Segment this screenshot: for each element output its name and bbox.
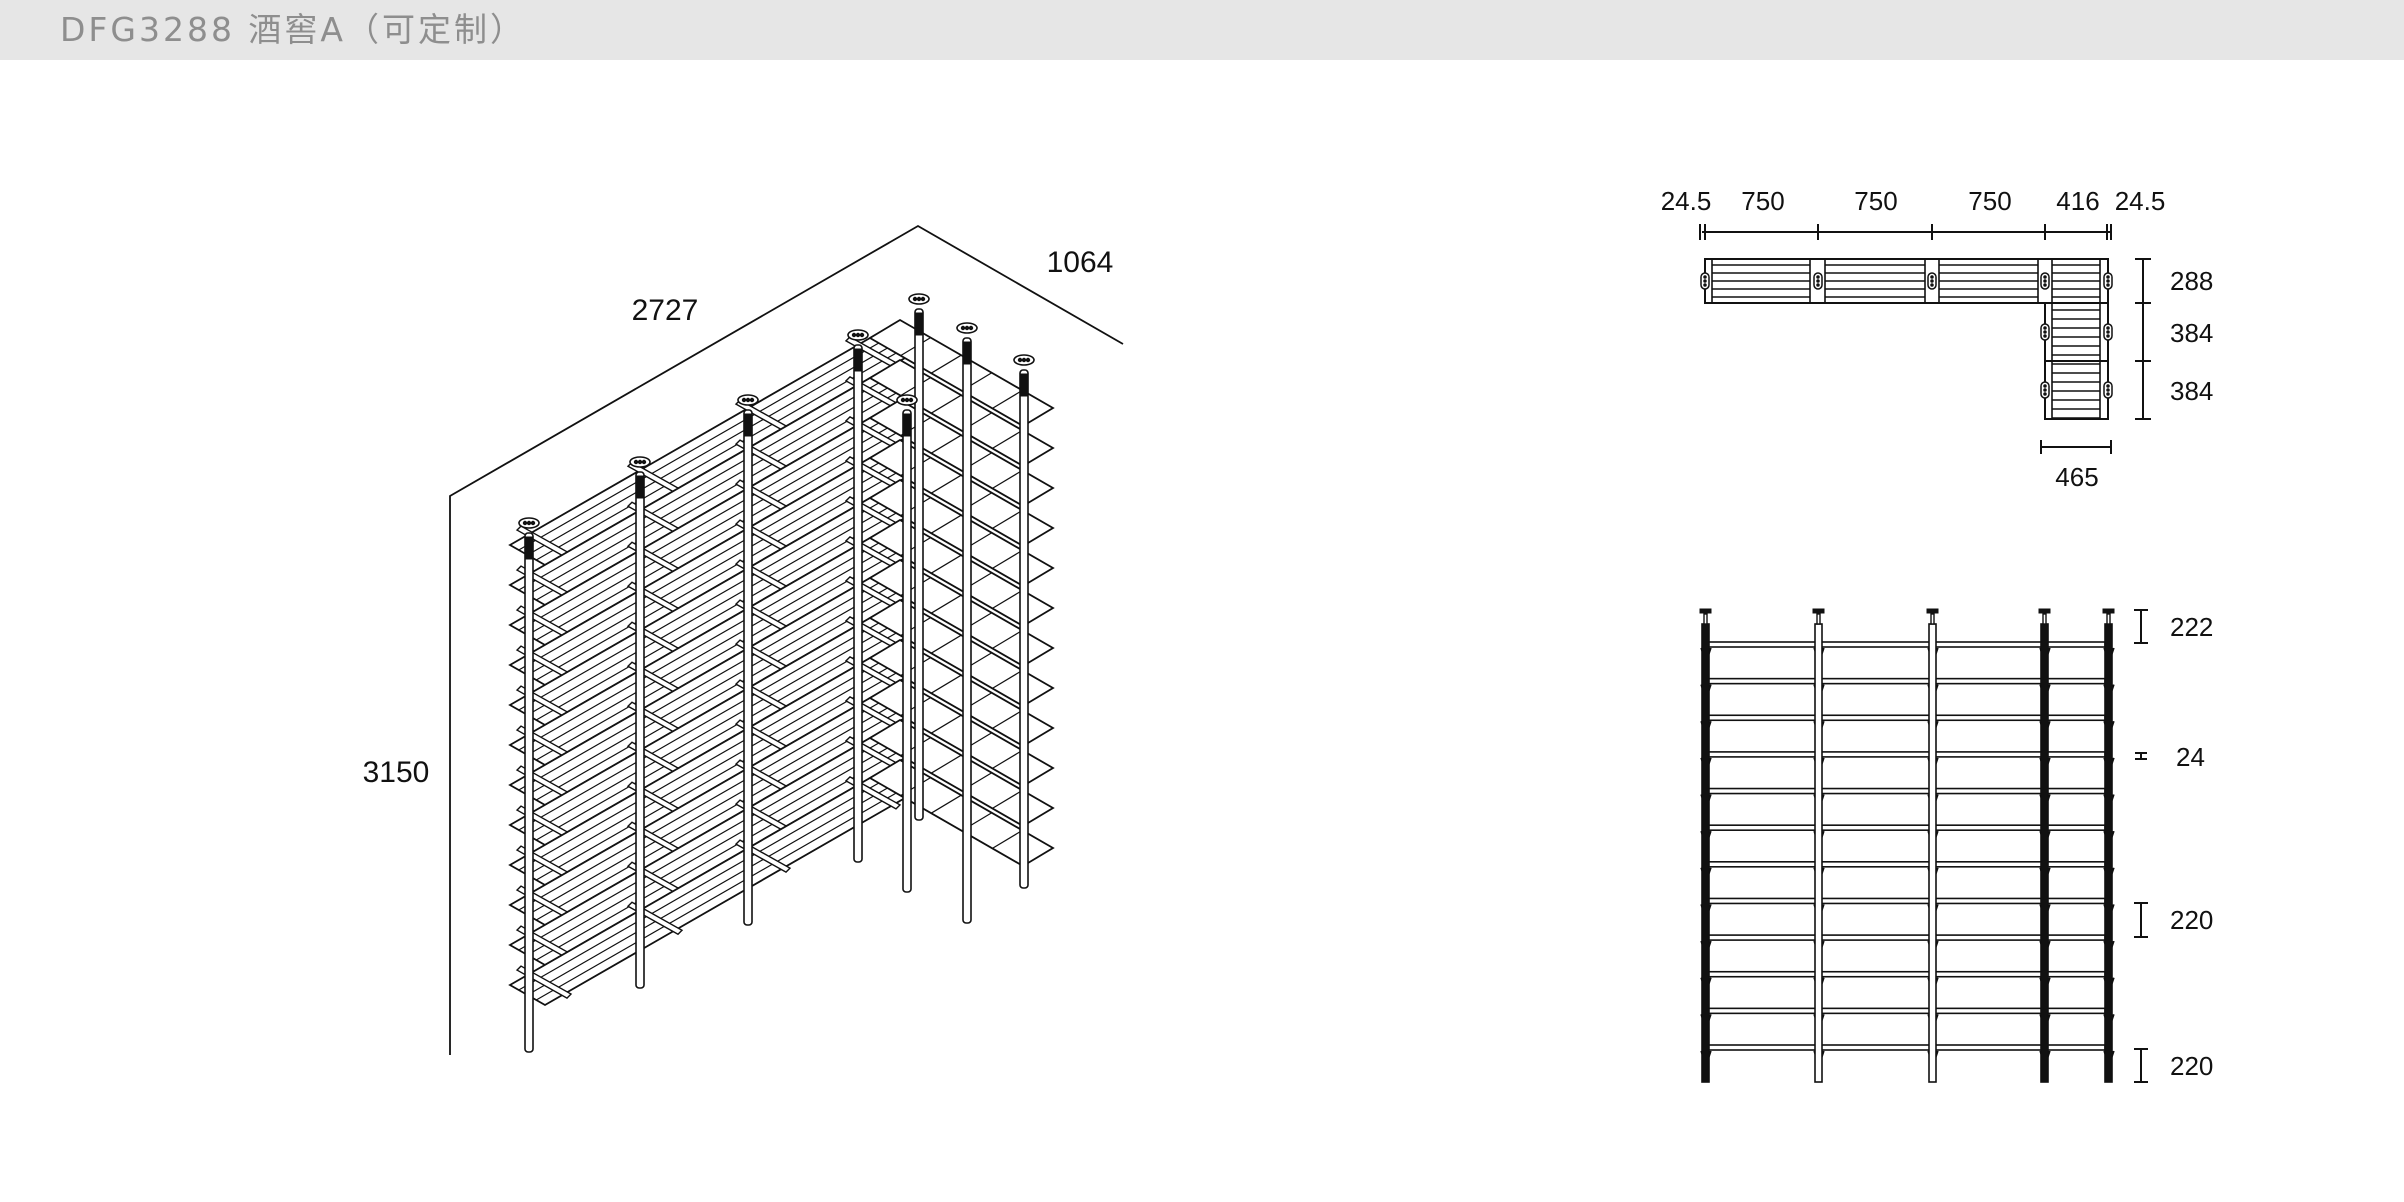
plan-dim-1: 750 <box>1741 186 1784 216</box>
elev-shelf-spacing: 220 <box>2170 905 2213 935</box>
elevation-dimension-brackets <box>2134 609 2148 1083</box>
plan-dim-5: 24.5 <box>2115 186 2166 216</box>
iso-length-label: 2727 <box>632 294 699 327</box>
plan-dim-4: 416 <box>2056 186 2099 216</box>
elev-bottom-clearance: 220 <box>2170 1051 2213 1081</box>
elevation-shelves <box>1700 641 2115 1060</box>
elev-shelf-thickness: 24 <box>2176 742 2205 772</box>
iso-posts <box>518 293 1035 1053</box>
plan-slats <box>1711 259 2101 419</box>
elevation-posts <box>1699 608 2115 1083</box>
plan-dim-3: 750 <box>1968 186 2011 216</box>
product-title: DFG3288 酒窖A（可定制） <box>60 10 527 49</box>
iso-dimension-outline <box>449 224 1124 1055</box>
plan-bracket-icons <box>1700 272 2113 399</box>
elev-top-clearance: 222 <box>2170 612 2213 642</box>
plan-dim-2: 750 <box>1854 186 1897 216</box>
iso-depth-label: 1064 <box>1047 246 1114 279</box>
plan-side-dim-2: 384 <box>2170 376 2213 406</box>
plan-view <box>1699 224 2151 454</box>
iso-height-label: 3150 <box>363 756 430 789</box>
iso-shelves <box>508 318 1055 1007</box>
plan-top-ticks <box>1699 224 2112 240</box>
isometric-view <box>449 224 1124 1055</box>
plan-side-dim-1: 384 <box>2170 318 2213 348</box>
plan-side-dim-0: 288 <box>2170 266 2213 296</box>
plan-top-labels: 24.5 750 750 750 416 24.5 <box>1661 186 2166 216</box>
elevation-view <box>1699 608 2148 1083</box>
plan-bottom-dim: 465 <box>2055 462 2098 492</box>
header-bar: DFG3288 酒窖A（可定制） <box>0 0 2404 60</box>
plan-dim-0: 24.5 <box>1661 186 1712 216</box>
